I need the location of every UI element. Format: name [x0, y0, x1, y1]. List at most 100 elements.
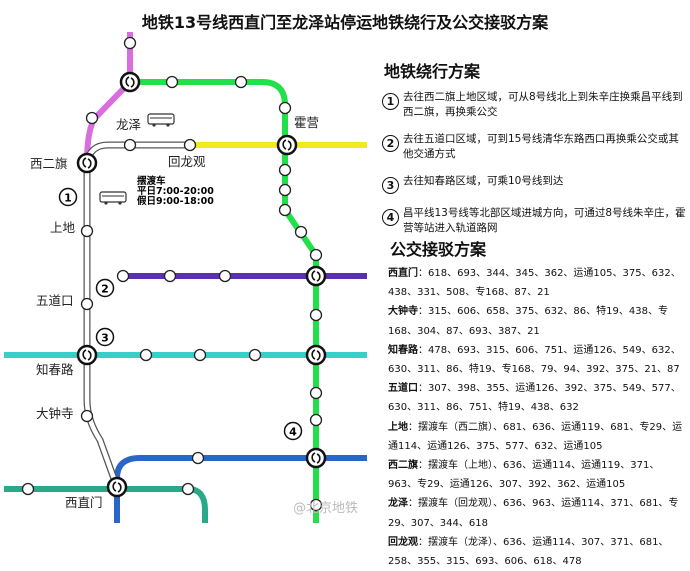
bus-routes: ：摆渡车（回龙观）、636、963、运通114、371、681、专29、307、…: [388, 498, 679, 529]
item-text: 去往知春路区域，可乘10号线到达: [403, 175, 564, 187]
station-icon: [193, 348, 207, 362]
station-icon: [165, 75, 179, 89]
station-icon: [116, 269, 130, 283]
bus-row: 大钟寺：315、606、658、375、632、86、特19、438、专168、…: [388, 302, 688, 340]
bus-row: 知春路：478、693、315、606、751、运通126、549、632、63…: [388, 341, 688, 379]
station-icon: [183, 138, 197, 152]
svg-text:2: 2: [101, 283, 109, 296]
marker-3: 3: [95, 327, 115, 347]
bus-routes: ：摆渡车（上地）、636、运通114、运通119、371、963、专29、运通1…: [388, 460, 660, 491]
bus-row: 龙泽：摆渡车（回龙观）、636、963、运通114、371、681、专29、30…: [388, 494, 688, 532]
transfer-icon: [119, 71, 141, 93]
station-label-longze: 龙泽: [116, 117, 141, 132]
item-number: 4: [382, 209, 399, 226]
station-icon: [278, 203, 292, 217]
bus-row: 上地：摆渡车（西二旗）、681、636、运通119、681、专29、运通114、…: [388, 418, 688, 456]
station-icon: [163, 269, 177, 283]
bus-station-name: 西直门: [388, 268, 418, 279]
station-icon: [294, 225, 308, 239]
marker-1: 1: [58, 187, 78, 207]
station-icon: [191, 451, 205, 465]
station-label-dazhongsi: 大钟寺: [36, 406, 74, 421]
item-number: 2: [382, 135, 399, 152]
station-icon: [309, 386, 323, 400]
watermark: @北京地铁: [293, 501, 359, 516]
bus-routes: ：摆渡车（龙泽）、636、运通114、307、371、681、258、355、3…: [388, 536, 669, 568]
marker-2: 2: [95, 278, 115, 298]
bus-row: 西直门：618、693、344、345、362、运通105、375、632、43…: [388, 264, 688, 302]
station-label-wudaokou: 五道口: [36, 293, 74, 308]
station-label-zhichunlu: 知春路: [36, 362, 74, 377]
item-number: 3: [382, 177, 399, 194]
bus-row: 西二旗：摆渡车（上地）、636、运通114、运通119、371、963、专29、…: [388, 456, 688, 494]
bus-routes: ：摆渡车（西二旗）、681、636、运通119、681、专29、运通114、运通…: [388, 421, 683, 452]
bus-row: 回龙观：摆渡车（龙泽）、636、运通114、307、371、681、258、35…: [388, 533, 688, 571]
station-icon: [85, 111, 99, 125]
bus-routes: ：315、606、658、375、632、86、特19、438、专168、304…: [388, 306, 668, 337]
shuttle-weekday-hours: 平日7:00-20:00: [137, 186, 214, 197]
station-icon: [21, 482, 35, 496]
station-icon: [234, 75, 248, 89]
item-text: 昌平线13号线等北部区域进城方向，可通过8号线朱辛庄，霍营等站进入轨道路网: [403, 207, 686, 234]
bus-routes: ：618、693、344、345、362、运通105、375、632、438、3…: [388, 268, 681, 299]
transfer-icon: [106, 476, 128, 498]
station-icon: [278, 163, 292, 177]
line-2: [4, 486, 208, 523]
bus-station-name: 上地: [388, 421, 408, 433]
transfer-icon: [276, 134, 298, 156]
svg-text:3: 3: [101, 332, 109, 345]
detour-item: 4 昌平线13号线等北部区域进城方向，可通过8号线朱辛庄，霍营等站进入轨道路网: [382, 206, 687, 236]
detour-plan: 地铁绕行方案 1 去往西二旗上地区域，可从8号线北上到朱辛庄换乘昌平线到西二旗，…: [382, 58, 687, 248]
bus-station-name: 回龙观: [388, 536, 418, 548]
station-icon: [181, 482, 195, 496]
transfer-icon: [76, 152, 98, 174]
item-text: 去往西二旗上地区域，可从8号线北上到朱辛庄换乘昌平线到西二旗，再换乘公交: [403, 91, 683, 118]
station-icon: [248, 348, 262, 362]
detour-item: 1 去往西二旗上地区域，可从8号线北上到朱辛庄换乘昌平线到西二旗，再换乘公交: [382, 90, 687, 120]
subway-map: 龙泽 霍营 西二旗 回龙观 上地 五道口 知春路 大钟寺 西直门 摆渡车 平日7…: [4, 32, 367, 523]
station-icon: [80, 224, 94, 238]
station-icon: [80, 297, 94, 311]
transfer-icon: [305, 447, 327, 469]
station-icon: [309, 248, 323, 262]
station-icon: [139, 348, 153, 362]
station-icon: [278, 101, 292, 115]
bus-station-name: 西二旗: [388, 460, 418, 472]
bus-station-name: 大钟寺: [388, 306, 418, 318]
transfer-icon: [305, 265, 327, 287]
bus-row: 五道口：307、398、355、运通126、392、375、549、577、63…: [388, 379, 688, 417]
station-icon: [309, 308, 323, 322]
detour-item: 3 去往知春路区域，可乘10号线到达: [382, 174, 687, 194]
bus-heading: 公交接驳方案: [390, 240, 487, 259]
detour-item: 2 去往五道口区域，可到15号线清华东路西口再换乘公交或其他交通方式: [382, 132, 687, 162]
station-icon: [80, 409, 94, 423]
item-text: 去往五道口区域，可到15号线清华东路西口再换乘公交或其他交通方式: [403, 133, 679, 160]
station-icon: [278, 183, 292, 197]
shuttle-label: 摆渡车: [137, 175, 166, 187]
bus-icon: [147, 113, 175, 127]
bus-routes: ：478、693、315、606、751、运通126、549、632、630、3…: [388, 344, 681, 376]
svg-text:1: 1: [64, 192, 72, 205]
detour-heading: 地铁绕行方案: [384, 62, 481, 81]
station-label-huoying: 霍营: [294, 115, 319, 130]
station-icon: [309, 498, 323, 512]
marker-4: 4: [283, 421, 303, 441]
transfer-icon: [305, 344, 327, 366]
shuttle-holiday-hours: 假日9:00-18:00: [137, 195, 214, 207]
bus-station-name: 知春路: [388, 344, 418, 356]
bus-station-name: 龙泽: [388, 498, 408, 510]
station-label-xierqi: 西二旗: [30, 156, 68, 171]
bus-icon: [99, 191, 127, 205]
bus-routes: ：307、398、355、运通126、392、375、549、577、630、3…: [388, 383, 681, 414]
station-icon: [123, 138, 137, 152]
station-icon: [123, 36, 137, 50]
transfer-icon: [76, 344, 98, 366]
station-label-shangdi: 上地: [50, 220, 76, 235]
bus-station-name: 五道口: [388, 383, 418, 395]
station-label-xizhimen: 西直门: [65, 495, 103, 510]
station-icon: [309, 413, 323, 427]
station-icon: [218, 269, 232, 283]
item-number: 1: [382, 93, 399, 110]
svg-text:4: 4: [289, 426, 297, 439]
page-title: 地铁13号线西直门至龙泽站停运地铁绕行及公交接驳方案: [141, 13, 549, 32]
